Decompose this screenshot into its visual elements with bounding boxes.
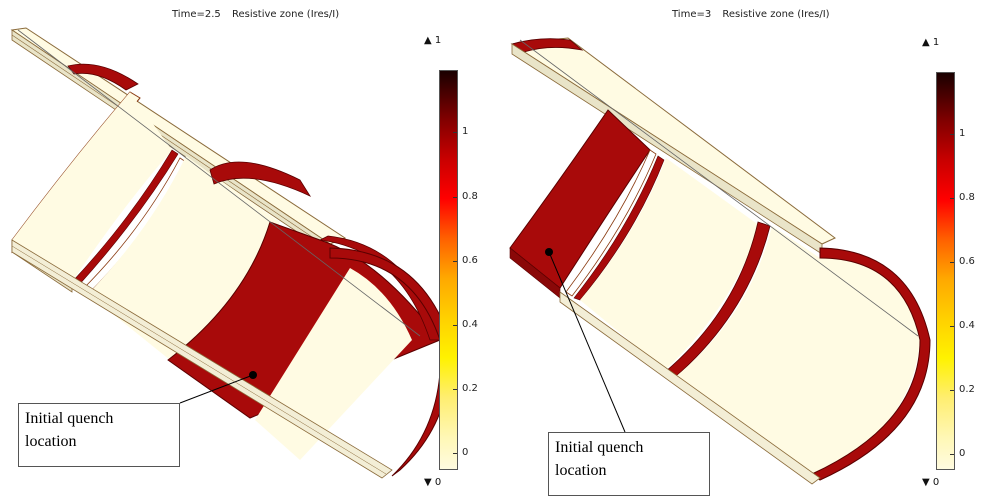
colorbar-tick: 0.6 bbox=[462, 255, 478, 266]
annotation-line2: location bbox=[555, 462, 607, 479]
colorbar-tick: 0.4 bbox=[959, 320, 975, 331]
coil-geometry-3d bbox=[10, 27, 451, 479]
annotation-line1: Initial quench bbox=[25, 410, 114, 427]
colorbar-tick: 0.8 bbox=[462, 191, 478, 202]
front-rim bbox=[811, 247, 931, 481]
colorbar-tick: 0 bbox=[959, 448, 966, 459]
colorbar bbox=[936, 72, 955, 470]
shell-surface-left bbox=[12, 92, 172, 282]
colorbar-tick: 0.2 bbox=[959, 384, 975, 395]
axis-line bbox=[519, 39, 919, 337]
colorbar-tick: 0 bbox=[462, 447, 469, 458]
time-label: Time=2.5 bbox=[172, 9, 221, 20]
shell-surface-middle bbox=[88, 156, 280, 360]
annotation-line2: location bbox=[25, 433, 77, 450]
coil-geometry-3d bbox=[509, 37, 931, 485]
colorbar-tick: 1 bbox=[462, 126, 469, 137]
plot-panel-left: Time=2.5 Resistive zone (Ires/I) bbox=[0, 0, 490, 497]
colorbar-tick: 0.2 bbox=[462, 383, 478, 394]
colorbar-min-label: ▼ 0 bbox=[424, 477, 442, 488]
leader-line bbox=[548, 251, 626, 433]
colorbar-tick: 0.6 bbox=[959, 256, 975, 267]
plot-title: Time=3 Resistive zone (Ires/I) bbox=[672, 9, 830, 20]
plot-panel-right: Time=3 Resistive zone (Ires/I) ▲ 1 1 0.8 bbox=[490, 0, 981, 497]
colorbar bbox=[439, 70, 458, 470]
annotation-line1: Initial quench bbox=[555, 439, 644, 456]
front-rim bbox=[329, 247, 451, 477]
plot-title: Time=2.5 Resistive zone (Ires/I) bbox=[172, 9, 339, 20]
colorbar-tick: 1 bbox=[959, 128, 966, 139]
annotation-box: Initial quench location bbox=[548, 432, 710, 496]
shell-surface-middle bbox=[580, 158, 760, 370]
time-label: Time=3 bbox=[672, 9, 712, 20]
resistive-arc bbox=[511, 38, 584, 53]
bottom-tape-strip bbox=[11, 239, 393, 479]
colorbar-min-label: ▼ 0 bbox=[922, 477, 940, 488]
bottom-tape-strip bbox=[559, 291, 821, 485]
annotation-box: Initial quench location bbox=[18, 403, 180, 467]
resistive-arc bbox=[67, 63, 139, 91]
colorbar-tick: 0.8 bbox=[959, 192, 975, 203]
colorbar-tick: 0.4 bbox=[462, 319, 478, 330]
colorbar-max-label: ▲ 1 bbox=[424, 35, 442, 46]
shell-surface-right bbox=[674, 226, 920, 478]
quantity-label: Resistive zone (Ires/I) bbox=[722, 9, 830, 20]
leader-line bbox=[179, 374, 254, 404]
axis-line bbox=[17, 29, 421, 337]
quantity-label: Resistive zone (Ires/I) bbox=[231, 9, 340, 20]
colorbar-max-label: ▲ 1 bbox=[922, 37, 940, 48]
